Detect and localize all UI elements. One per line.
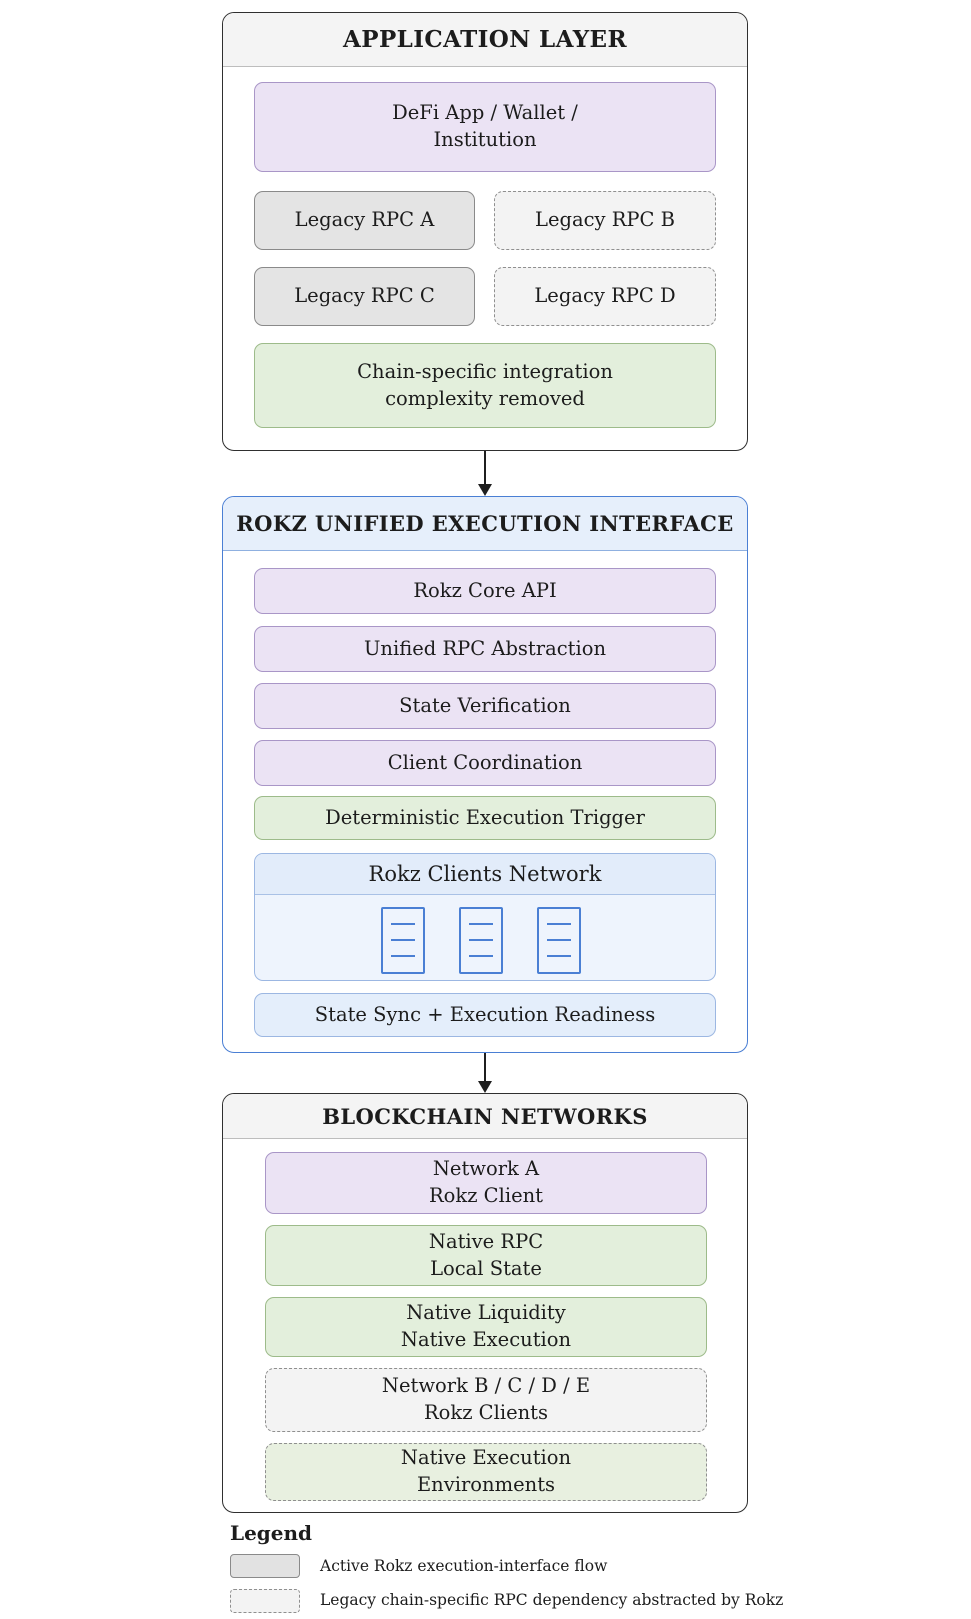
defi-app-line-2: Institution bbox=[433, 128, 537, 151]
legacy-rpc-d-box: Legacy RPC D bbox=[494, 267, 716, 326]
network-bcde-line-1: Network B / C / D / E bbox=[381, 1374, 591, 1398]
complexity-removed-box: Chain-specific integration complexity re… bbox=[254, 343, 716, 428]
rokz-core-api-box: Rokz Core API bbox=[254, 568, 716, 614]
complexity-line-2: complexity removed bbox=[385, 386, 585, 410]
native-rpc-box: Native RPC Local State bbox=[265, 1225, 707, 1286]
rokz-interface-panel: ROKZ UNIFIED EXECUTION INTERFACE Rokz Co… bbox=[222, 496, 748, 1053]
legacy-rpc-d-label: Legacy RPC D bbox=[534, 284, 676, 308]
client-coordination-label: Client Coordination bbox=[387, 750, 583, 774]
network-bcde-line-2: Rokz Clients bbox=[423, 1401, 549, 1424]
native-rpc-line-2: Local State bbox=[430, 1256, 542, 1280]
network-a-box: Network A Rokz Client bbox=[265, 1152, 707, 1214]
arrow-down-1 bbox=[478, 451, 492, 496]
blockchain-networks-title: BLOCKCHAIN NETWORKS bbox=[223, 1094, 747, 1139]
state-verification-label: State Verification bbox=[399, 693, 571, 717]
native-liquidity-box: Native Liquidity Native Execution bbox=[265, 1297, 707, 1357]
native-rpc-line-1: Native RPC bbox=[428, 1229, 544, 1253]
application-layer-title: APPLICATION LAYER bbox=[223, 13, 747, 67]
legend-label-active: Active Rokz execution-interface flow bbox=[320, 1557, 608, 1575]
native-exec-env-line-2: Environments bbox=[416, 1473, 556, 1496]
state-verification-box: State Verification bbox=[254, 683, 716, 729]
legacy-rpc-c-box: Legacy RPC C bbox=[254, 267, 475, 326]
native-exec-env-line-1: Native Execution bbox=[400, 1446, 572, 1470]
server-icon bbox=[381, 907, 425, 974]
legend-label-legacy: Legacy chain-specific RPC dependency abs… bbox=[320, 1591, 784, 1609]
client-coordination-box: Client Coordination bbox=[254, 740, 716, 786]
network-bcde-box: Network B / C / D / E Rokz Clients bbox=[265, 1368, 707, 1432]
network-a-line-1: Network A bbox=[432, 1157, 540, 1181]
legacy-rpc-a-box: Legacy RPC A bbox=[254, 191, 475, 250]
native-liquidity-line-2: Native Execution bbox=[400, 1328, 572, 1351]
rokz-clients-network-box: Rokz Clients Network bbox=[254, 853, 716, 981]
server-icon bbox=[537, 907, 581, 974]
legend-title: Legend bbox=[230, 1521, 313, 1545]
legend-swatch-legacy bbox=[230, 1589, 300, 1613]
defi-app-box: DeFi App / Wallet / Institution bbox=[254, 82, 716, 172]
state-sync-label: State Sync + Execution Readiness bbox=[314, 1002, 656, 1026]
complexity-line-1: Chain-specific integration bbox=[357, 359, 613, 383]
native-liquidity-line-1: Native Liquidity bbox=[406, 1301, 566, 1325]
native-execution-environments-box: Native Execution Environments bbox=[265, 1443, 707, 1501]
rokz-interface-title: ROKZ UNIFIED EXECUTION INTERFACE bbox=[223, 497, 747, 551]
unified-rpc-abstraction-label: Unified RPC Abstraction bbox=[363, 636, 607, 660]
rokz-core-api-label: Rokz Core API bbox=[413, 578, 557, 602]
legacy-rpc-b-label: Legacy RPC B bbox=[535, 208, 675, 232]
execution-trigger-box: Deterministic Execution Trigger bbox=[254, 796, 716, 840]
legacy-rpc-c-label: Legacy RPC C bbox=[294, 284, 435, 308]
execution-trigger-label: Deterministic Execution Trigger bbox=[325, 805, 645, 829]
network-a-line-2: Rokz Client bbox=[428, 1184, 544, 1207]
legend-swatch-active bbox=[230, 1554, 300, 1578]
unified-rpc-abstraction-box: Unified RPC Abstraction bbox=[254, 626, 716, 672]
legacy-rpc-a-label: Legacy RPC A bbox=[294, 208, 435, 232]
rokz-clients-network-title: Rokz Clients Network bbox=[255, 854, 715, 895]
arrow-down-2 bbox=[478, 1053, 492, 1093]
state-sync-box: State Sync + Execution Readiness bbox=[254, 993, 716, 1037]
server-icon bbox=[459, 907, 503, 974]
blockchain-networks-panel: BLOCKCHAIN NETWORKS Network A Rokz Clien… bbox=[222, 1093, 748, 1513]
application-layer-panel: APPLICATION LAYER DeFi App / Wallet / In… bbox=[222, 12, 748, 451]
defi-app-line-1: DeFi App / Wallet / bbox=[392, 101, 578, 125]
legacy-rpc-b-box: Legacy RPC B bbox=[494, 191, 716, 250]
